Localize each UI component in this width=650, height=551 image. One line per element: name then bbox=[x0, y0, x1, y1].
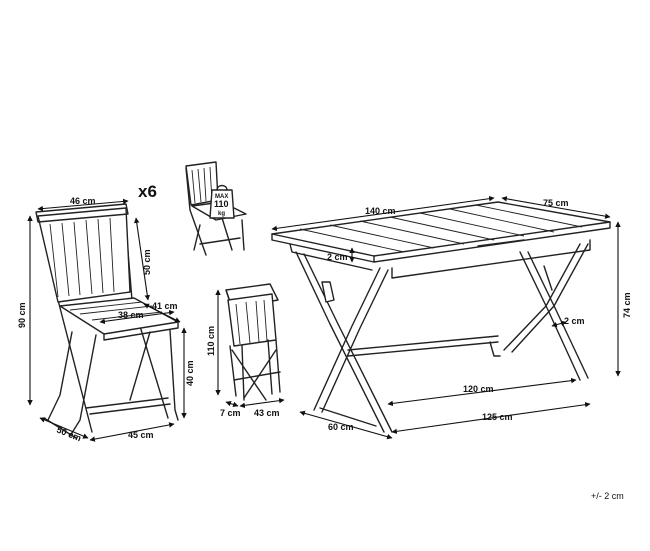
table-dimensions bbox=[271, 195, 621, 440]
load-badge-unit: kg bbox=[218, 211, 225, 217]
load-badge: MAX 110 kg bbox=[209, 184, 235, 219]
table-height-label: 74 cm bbox=[622, 292, 632, 318]
chair-footprint-depth-label: 50 cm bbox=[55, 425, 82, 444]
chair-back-height-label: 50 cm bbox=[142, 249, 152, 275]
chair-seat-width-label: 38 cm bbox=[118, 310, 144, 320]
table-length-label: 140 cm bbox=[365, 206, 396, 216]
chair-seat-height-label: 40 cm bbox=[185, 360, 195, 386]
chair-footprint-width-label: 45 cm bbox=[128, 430, 154, 440]
folded-chair-depth-label: 7 cm bbox=[220, 408, 241, 418]
folded-chair-drawing bbox=[225, 283, 281, 401]
table-width-label: 75 cm bbox=[543, 198, 569, 208]
table-base-length-label: 125 cm bbox=[482, 412, 513, 422]
folded-chair-dimensions bbox=[215, 289, 285, 409]
chair-quantity-label: x6 bbox=[138, 182, 157, 201]
table-apron-label: 2 cm bbox=[327, 252, 348, 262]
folded-chair-width-label: 43 cm bbox=[254, 408, 280, 418]
chair-seat-depth-label: 41 cm bbox=[152, 301, 178, 311]
load-badge-value: 110 bbox=[214, 199, 229, 209]
table-base-width-label: 60 cm bbox=[328, 422, 354, 432]
table-leg-thickness-label: 2 cm bbox=[564, 316, 585, 326]
tolerance-note: +/- 2 cm bbox=[591, 491, 624, 501]
chair-dimensions bbox=[27, 198, 187, 442]
folded-chair-height-label: 110 cm bbox=[206, 326, 216, 356]
chair-width-label: 46 cm bbox=[70, 196, 96, 206]
chair-total-height-label: 90 cm bbox=[17, 302, 27, 328]
load-badge-max: MAX bbox=[215, 194, 228, 200]
table-inner-length-label: 120 cm bbox=[463, 384, 494, 394]
